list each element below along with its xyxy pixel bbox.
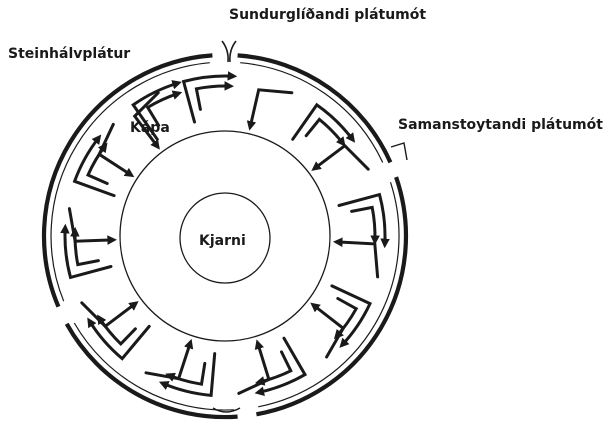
convection-return-arrow — [80, 301, 139, 329]
plate-outer-edge — [256, 176, 409, 417]
convection-return-arrow — [310, 302, 346, 359]
convergent-boundary-mark-bottom — [212, 407, 241, 413]
convection-flow-arrow — [194, 81, 235, 111]
convection-flow-arrow — [145, 90, 183, 127]
convection-return-arrow — [237, 339, 271, 395]
plate-outer-edge — [64, 322, 238, 420]
core-label: Kjarni — [199, 233, 246, 249]
core-circle — [179, 192, 271, 284]
convection-return-arrow — [311, 143, 370, 171]
plate-inner-edge — [258, 182, 400, 408]
convection-flow-arrow — [165, 361, 207, 386]
plate-inner-edge — [50, 62, 210, 302]
convection-return-arrow — [67, 207, 117, 245]
convection-flow-arrow — [181, 71, 238, 124]
convection-return-arrow — [132, 91, 160, 150]
convection-flow-arrow — [86, 142, 109, 185]
convection-return-arrow — [144, 338, 194, 381]
convection-flow-arrow — [254, 350, 293, 386]
convection-flow-arrow — [131, 80, 182, 141]
convection-return-arrow — [246, 88, 294, 131]
convection-flow-arrow — [72, 134, 116, 198]
convection-flow-arrow — [60, 223, 113, 280]
plate-boundaries — [212, 40, 408, 413]
convection-flow-arrow — [304, 117, 346, 147]
convection-flow-arrow — [158, 352, 217, 398]
divergent-boundary-label: Sundurglíðandi plátumót — [229, 7, 427, 23]
divergent-boundary-mark — [221, 40, 237, 63]
convergent-boundary-label: Samanstoytandi plátumót — [398, 117, 603, 133]
convergent-boundary-mark — [390, 142, 408, 161]
mantle-label: Kápa — [130, 120, 170, 136]
mantle-boundary — [119, 130, 331, 342]
plate-inner-edge — [73, 322, 235, 411]
tectonic-plates-label: Steinhálvplátur — [8, 46, 131, 62]
convection-flow-arrow — [97, 314, 137, 347]
plate-outer-edge — [237, 53, 393, 164]
convection-flow-arrow — [70, 226, 100, 267]
convection-flow-arrow — [291, 102, 356, 143]
convection-flow-arrow — [350, 205, 380, 246]
plate-outer-edge — [41, 53, 213, 308]
convection-flow-arrow — [330, 284, 372, 348]
plate-inner-edge — [240, 62, 384, 163]
convection-return-arrow — [332, 237, 380, 279]
convection-flow-arrow — [87, 317, 151, 361]
convection-return-arrow — [97, 122, 135, 178]
convection-arrows — [60, 71, 390, 398]
crust-plates — [41, 53, 409, 420]
convection-flow-arrow — [337, 192, 390, 249]
convection-flow-arrow — [254, 336, 308, 396]
